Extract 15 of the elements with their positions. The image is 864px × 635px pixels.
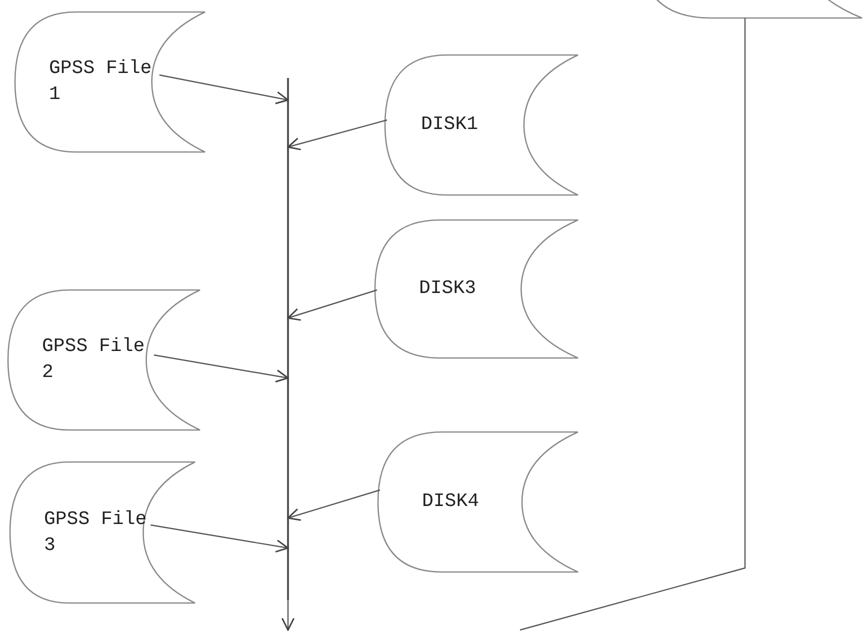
arrow [287,119,388,150]
arrow [159,74,289,104]
connector-line [520,18,746,631]
storage-label: GPSS File 3 [44,506,148,558]
bus-line [287,78,289,600]
storage-label: DISK1 [421,112,480,138]
arrow [287,289,378,321]
arrow [150,524,289,553]
arrow [154,354,289,383]
storage-label: GPSS File 1 [49,56,153,107]
arrow [287,489,380,521]
storage-label: DISK3 [419,276,478,302]
storage-label: DISK4 [422,489,480,514]
storage-label: GPSS File 2 [42,334,146,385]
arrow [281,600,295,631]
